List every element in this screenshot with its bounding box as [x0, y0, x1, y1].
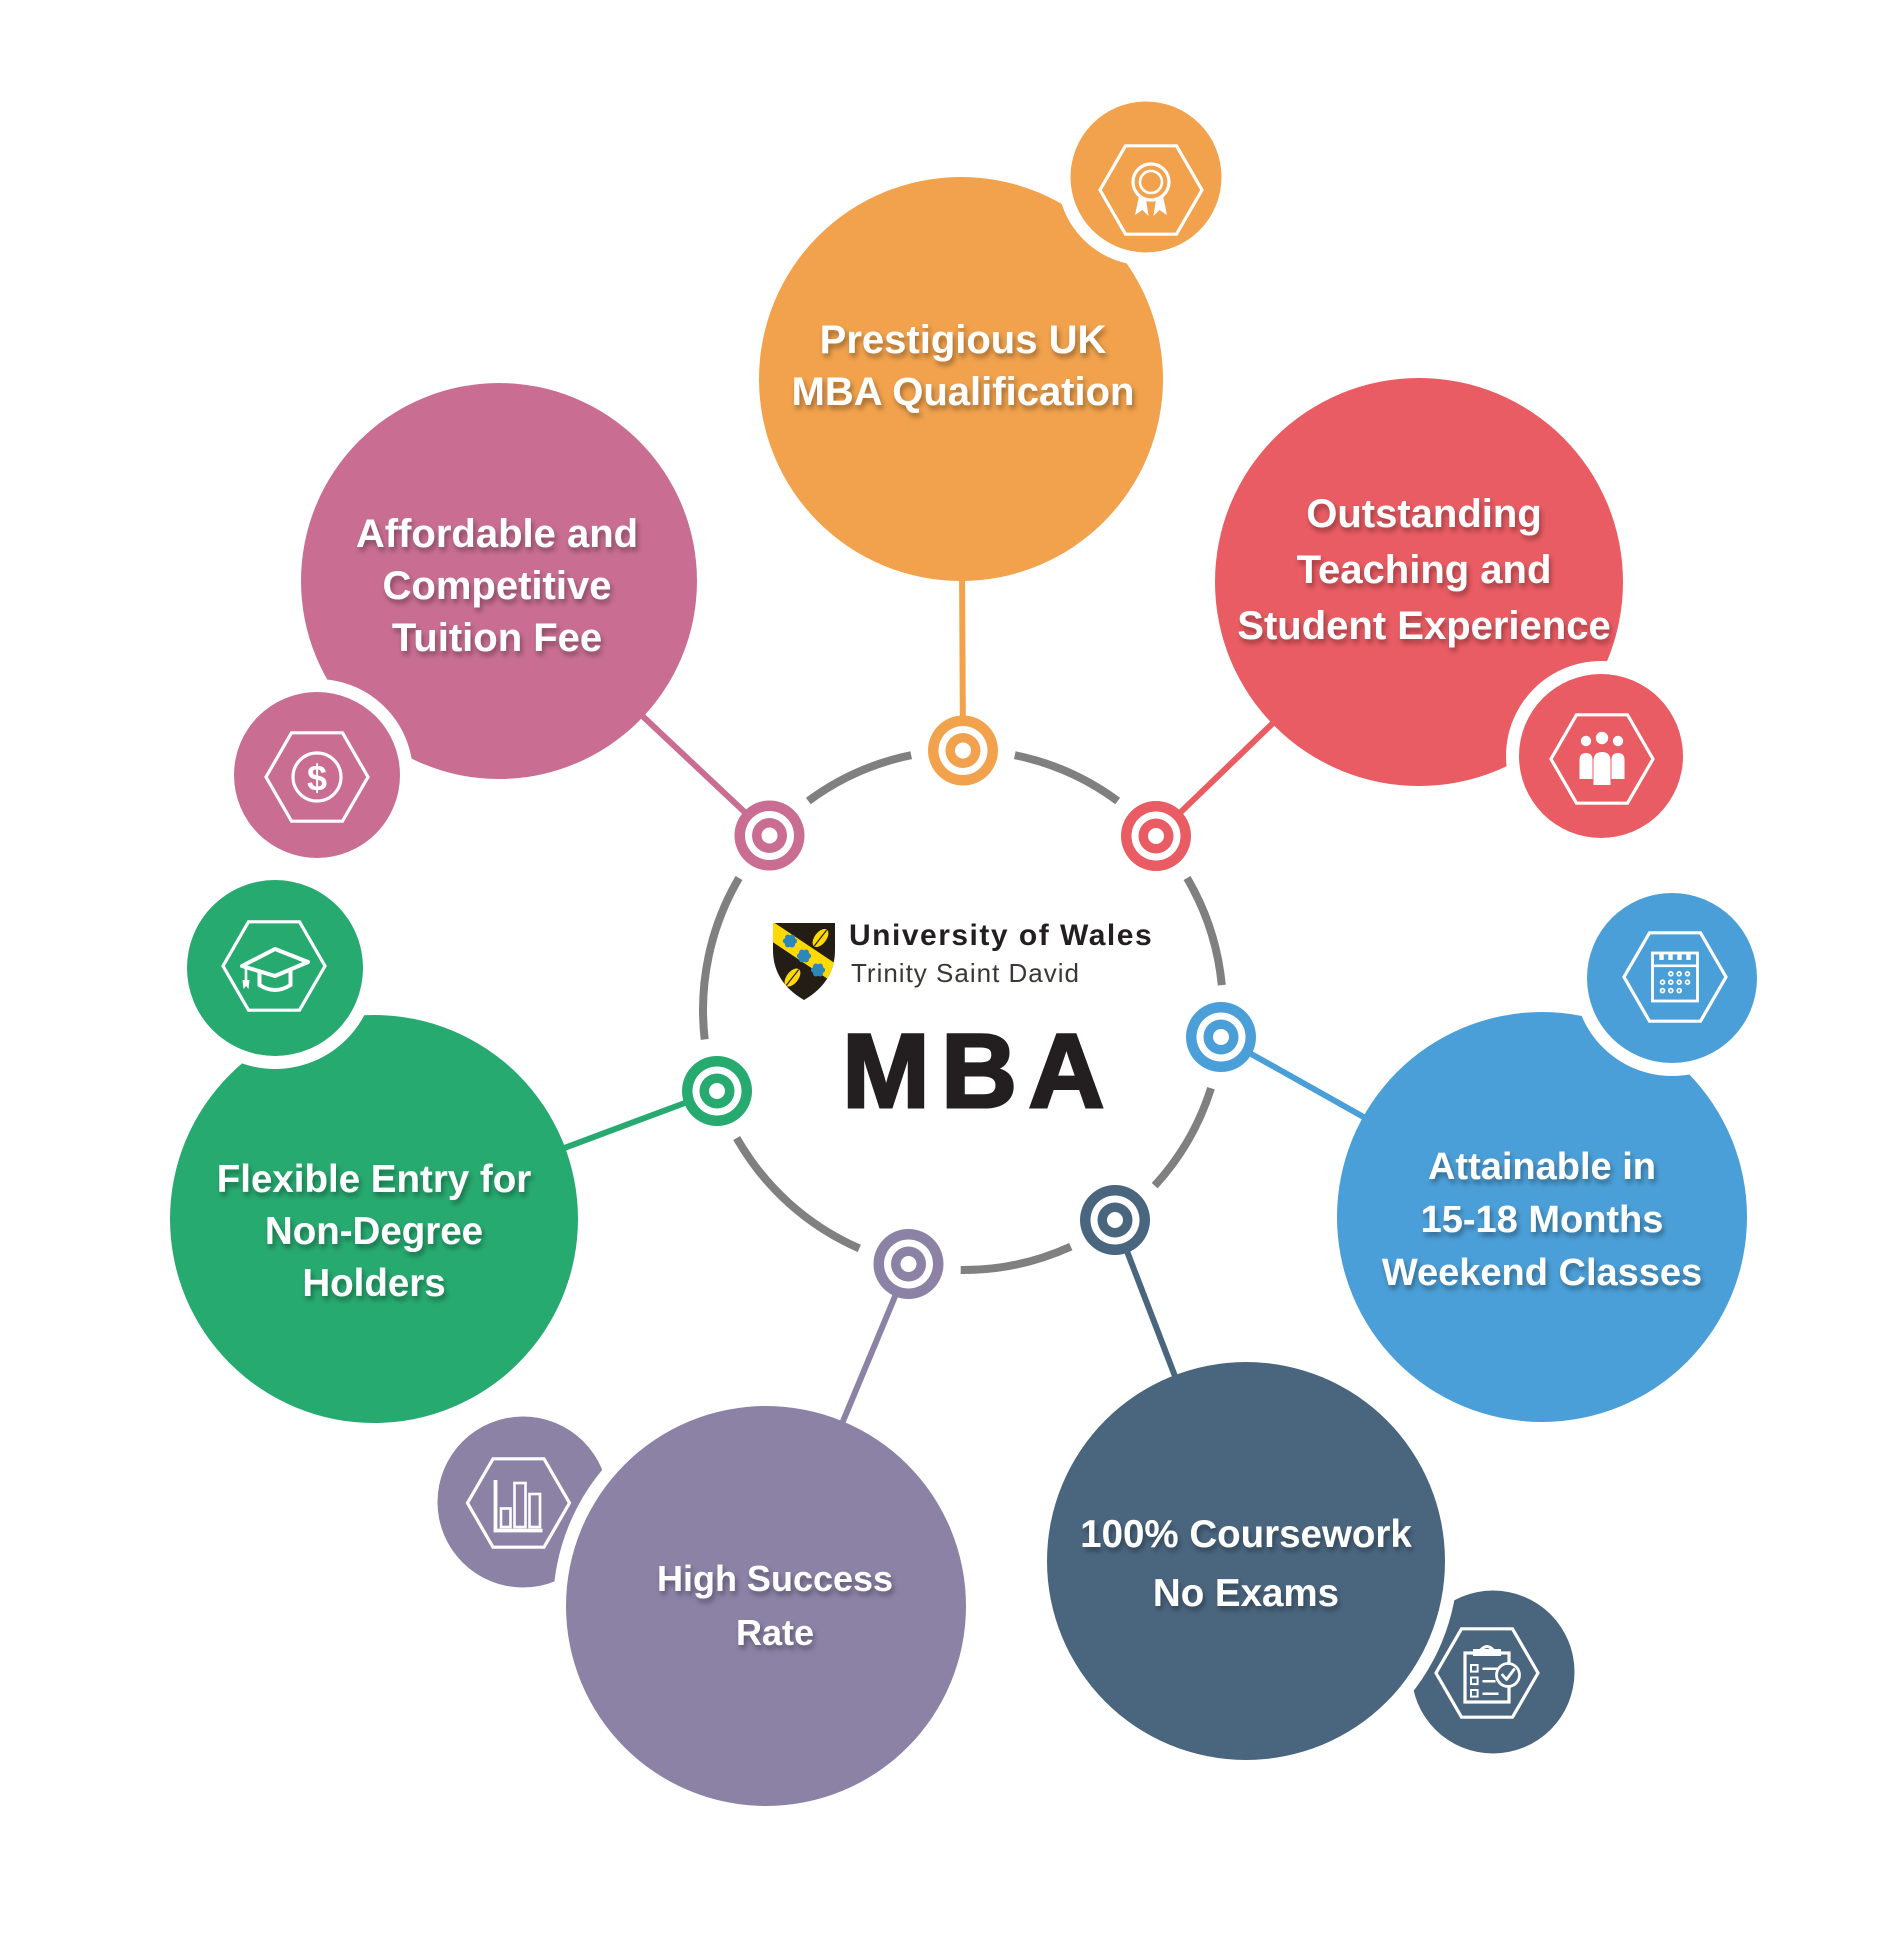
svg-text:University of Wales: University of Wales — [849, 919, 1153, 952]
svg-text:Weekend Classes: Weekend Classes — [1382, 1252, 1702, 1294]
svg-text:Outstanding: Outstanding — [1306, 492, 1542, 536]
svg-text:Prestigious UK: Prestigious UK — [820, 318, 1107, 362]
svg-text:$: $ — [307, 758, 327, 799]
svg-text:Rate: Rate — [736, 1612, 814, 1653]
svg-text:15-18 Months: 15-18 Months — [1421, 1199, 1664, 1241]
svg-text:Holders: Holders — [302, 1262, 445, 1305]
svg-text:Affordable and: Affordable and — [356, 512, 638, 556]
svg-text:No Exams: No Exams — [1153, 1572, 1339, 1615]
svg-text:Student Experience: Student Experience — [1237, 604, 1610, 648]
svg-text:Trinity Saint David: Trinity Saint David — [851, 958, 1080, 988]
svg-text:High Success: High Success — [657, 1558, 893, 1599]
svg-text:Attainable in: Attainable in — [1428, 1146, 1656, 1188]
svg-text:MBA Qualification: MBA Qualification — [792, 370, 1135, 414]
svg-text:Competitive: Competitive — [383, 564, 612, 608]
svg-text:Flexible Entry for: Flexible Entry for — [217, 1158, 532, 1201]
svg-text:MBA: MBA — [842, 1013, 1116, 1130]
svg-text:100% Coursework: 100% Coursework — [1080, 1513, 1412, 1556]
svg-text:Tuition Fee: Tuition Fee — [392, 616, 602, 660]
svg-text:Non-Degree: Non-Degree — [265, 1210, 483, 1253]
svg-text:Teaching and: Teaching and — [1297, 548, 1552, 592]
